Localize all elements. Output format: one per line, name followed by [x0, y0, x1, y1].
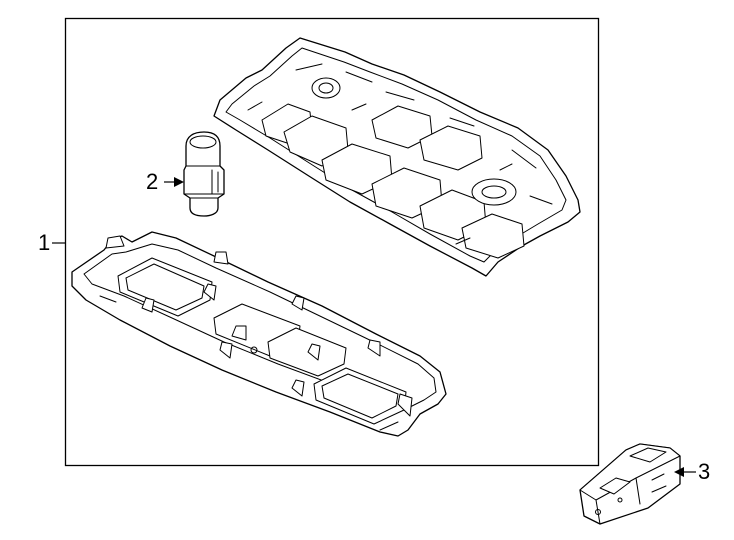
switch-module	[579, 443, 681, 525]
bulb-part	[183, 131, 225, 217]
callout-1-label: 1	[38, 230, 50, 255]
callout-2-arrowhead	[174, 177, 184, 187]
assembly-frame	[64, 17, 600, 467]
callout-3-label: 3	[698, 459, 710, 484]
lamp-housing	[213, 37, 581, 277]
lens-tray	[71, 231, 447, 437]
callout-2-label: 2	[146, 169, 158, 194]
callout-3-arrowhead	[674, 467, 684, 477]
